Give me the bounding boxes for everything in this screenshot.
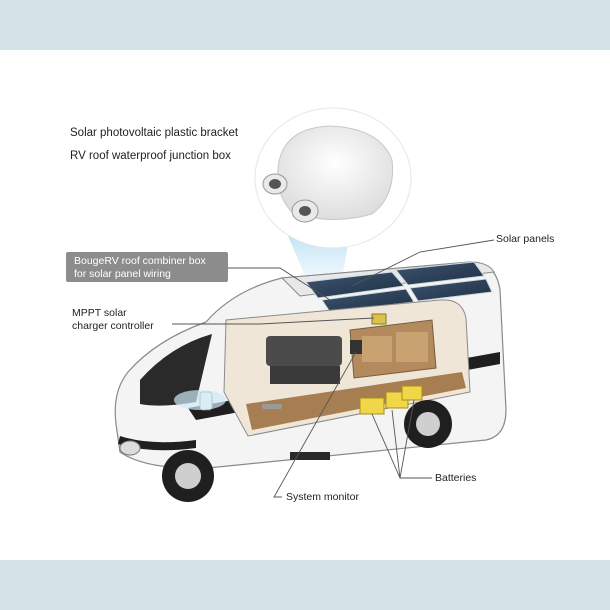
combiner-label-line1: BougeRV roof combiner box bbox=[74, 255, 206, 267]
bottom-band bbox=[0, 560, 610, 610]
front-wheel bbox=[162, 450, 214, 502]
callout-title-line2: RV roof waterproof junction box bbox=[70, 150, 231, 162]
mppt-label-line2: charger controller bbox=[72, 320, 154, 332]
top-band bbox=[0, 0, 610, 50]
batteries-label: Batteries bbox=[435, 472, 477, 484]
solar-panels-label: Solar panels bbox=[496, 233, 555, 245]
system-monitor-label: System monitor bbox=[286, 491, 359, 503]
combiner-label-line2: for solar panel wiring bbox=[74, 268, 171, 280]
combiner-box-label: BougeRV roof combiner box for solar pane… bbox=[66, 252, 228, 282]
camper-van bbox=[114, 261, 507, 502]
rear-wheel bbox=[404, 400, 452, 448]
mppt-label-line1: MPPT solar bbox=[72, 307, 127, 319]
leader-lines bbox=[172, 239, 495, 498]
callout-title-line1: Solar photovoltaic plastic bracket bbox=[70, 127, 239, 139]
junction-box-callout bbox=[254, 107, 412, 249]
battery-bank bbox=[359, 385, 423, 415]
